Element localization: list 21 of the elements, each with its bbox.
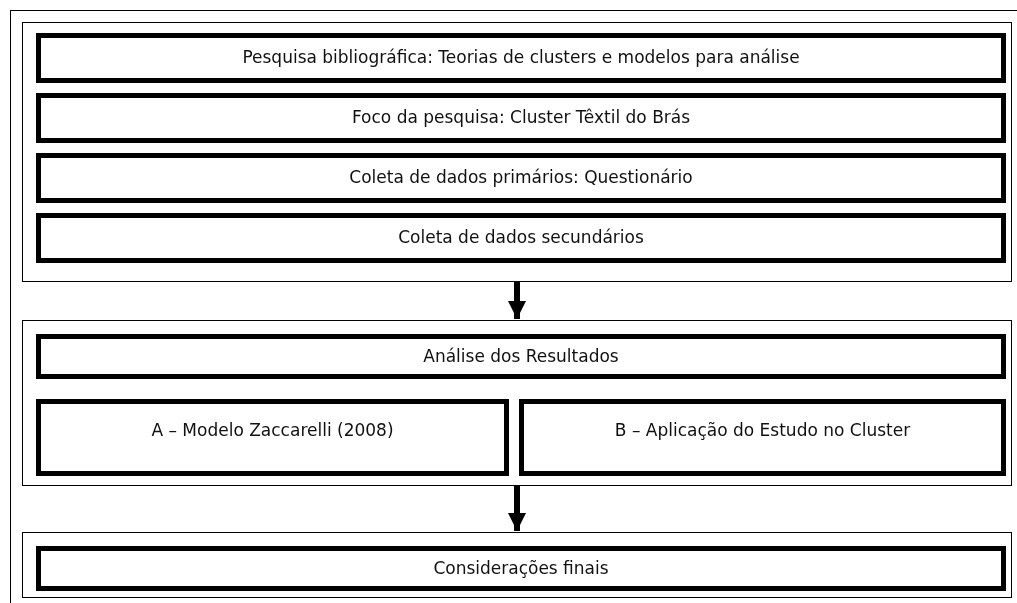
step-box (36, 334, 1006, 379)
arrow (508, 486, 526, 531)
step-text: Foco da pesquisa: Cluster Têxtil do Brás (351, 106, 691, 130)
step-text: Coleta de dados primários: Questionário (349, 166, 693, 190)
step-text: A – Modelo Zaccarelli (2008) (151, 419, 394, 442)
group-frame (22, 532, 1012, 598)
step-box (36, 153, 1006, 203)
step-box (36, 33, 1006, 83)
step-box (36, 546, 1006, 591)
group-frame (22, 22, 1012, 282)
step-text: Coleta de dados secundários (398, 226, 644, 250)
step-text: Análise dos Resultados (423, 344, 619, 368)
arrow (508, 282, 526, 319)
step-text: Pesquisa bibliográfica: Teorias de clusters e modelos para análise (242, 46, 800, 70)
step-box (36, 399, 509, 476)
step-box (36, 213, 1006, 263)
step-text: B – Aplicação do Estudo no Cluster (614, 419, 911, 442)
step-box (519, 399, 1006, 476)
step-box (36, 93, 1006, 143)
step-text: Considerações finais (433, 556, 609, 580)
group-frame (22, 320, 1012, 486)
